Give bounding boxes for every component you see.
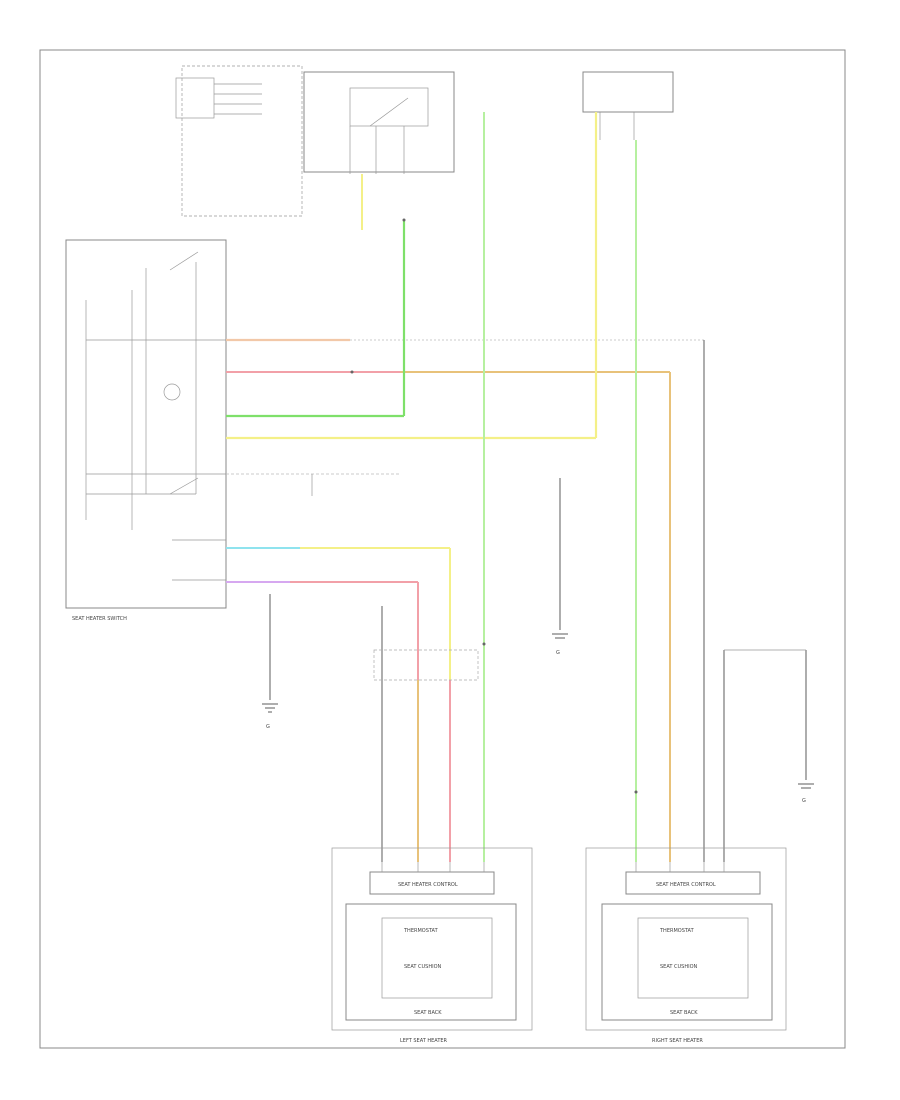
left-back-label: SEAT BACK	[414, 1010, 442, 1016]
top-right-connector	[582, 71, 674, 140]
ground-label-center: G	[556, 650, 560, 656]
seat-heater-switch-box	[65, 239, 227, 609]
diagram-frame	[39, 49, 846, 1049]
right-cushion-label: SEAT CUSHION	[660, 964, 698, 970]
relay-box	[303, 71, 455, 174]
wire-yellow	[226, 112, 598, 440]
left-thermostat-label: THERMOSTAT	[403, 928, 439, 934]
right-thermostat-label: THERMOSTAT	[659, 928, 695, 934]
right-back-label: SEAT BACK	[670, 1010, 698, 1016]
top-left-fuse-block	[175, 65, 303, 217]
wire-green-bright	[226, 220, 406, 418]
left-heater-label: LEFT SEAT HEATER	[400, 1038, 448, 1044]
right-heater-label: RIGHT SEAT HEATER	[652, 1038, 703, 1044]
wire-cyan-yellow	[226, 547, 451, 862]
switch-label: SEAT HEATER SWITCH	[72, 616, 127, 622]
black-wires	[269, 340, 807, 862]
left-cushion-label: SEAT CUSHION	[404, 964, 442, 970]
wire-dashed-474	[226, 473, 400, 496]
right-control-label: SEAT HEATER CONTROL	[656, 882, 716, 888]
splice-block	[373, 649, 479, 681]
wire-orange-main	[226, 371, 671, 862]
left-seat-heater: SEAT HEATER CONTROL THERMOSTAT SEAT CUSH…	[331, 847, 533, 1031]
ground-label-left: G	[266, 724, 270, 730]
ground-label-right: G	[802, 798, 806, 804]
connector-dots	[350, 218, 638, 794]
ground-symbol-center: G	[552, 633, 568, 656]
ground-symbol-right: G	[798, 783, 814, 804]
ground-symbol-left: G	[262, 703, 278, 730]
right-seat-heater: SEAT HEATER CONTROL THERMOSTAT SEAT CUSH…	[585, 847, 787, 1031]
wire-violet-pink	[226, 581, 451, 862]
left-control-label: SEAT HEATER CONTROL	[398, 882, 458, 888]
